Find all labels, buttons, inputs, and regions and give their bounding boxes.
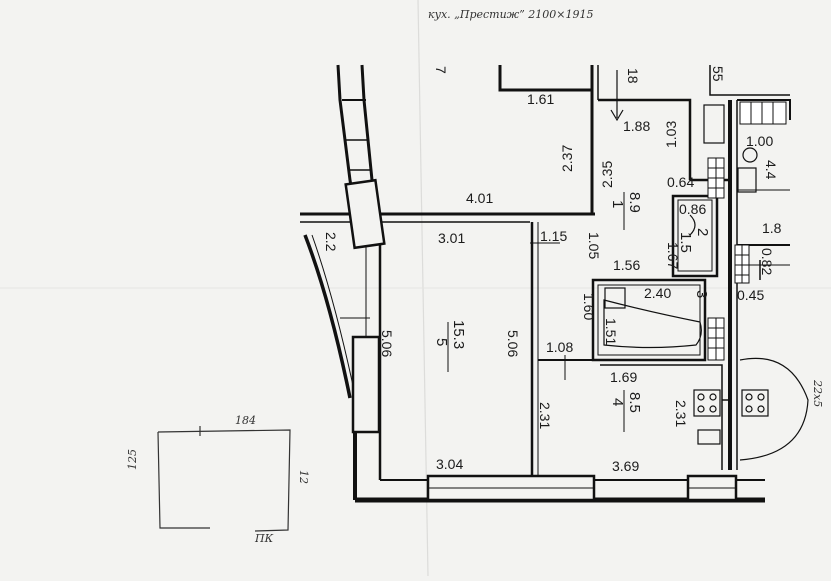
dim-1-08: 1.08: [546, 339, 573, 355]
dim-2-31-right: 2.31: [673, 400, 689, 427]
room-bath-number: 3: [693, 290, 710, 298]
room-kitchen-area: 8.5: [626, 392, 643, 413]
kitchen-unit: [697, 429, 721, 445]
room-toilet: 1.5 2: [677, 228, 711, 253]
dim-1-56: 1.56: [613, 257, 640, 273]
room-living-number: 5: [433, 338, 450, 346]
dim-1-69: 1.69: [610, 369, 637, 385]
room-toilet-area: 1.5: [677, 232, 694, 253]
dim-0-45: 0.45: [737, 287, 764, 303]
dim-5-06-center: 5.06: [505, 330, 521, 357]
dim-1-60: 1.60: [581, 293, 597, 320]
dim-2-31-left: 2.31: [537, 402, 553, 429]
door-arrow: [610, 70, 624, 122]
room-kitchen: 4 8.5: [609, 390, 643, 432]
dim-2-2: 2.2: [323, 232, 339, 252]
sketch-right-label: 12: [297, 470, 310, 484]
kitchen-annotation-curve: [739, 357, 809, 461]
walls: [300, 65, 791, 503]
room-toilet-number: 2: [694, 228, 711, 236]
windows: [426, 474, 738, 502]
dim-3-04: 3.04: [436, 456, 463, 472]
dim-1-51: 1.51: [603, 318, 619, 345]
dim-1-88: 1.88: [623, 118, 650, 134]
dim-3-01: 3.01: [438, 230, 465, 246]
dim-ticks: [340, 242, 566, 380]
toilet-bowl: [689, 214, 696, 236]
dim-1-00: 1.00: [746, 133, 773, 149]
dim-1-15: 1.15: [540, 228, 567, 244]
dim-4-01: 4.01: [466, 190, 493, 206]
room-bath: 2.40 3: [644, 285, 710, 301]
dim-55: 55: [710, 66, 726, 82]
dim-1-61: 1.61: [527, 91, 554, 107]
dim-1-67: 1.67: [665, 242, 681, 269]
dim-18: 18: [625, 68, 641, 84]
washbasin: [737, 167, 757, 193]
bathtub: [603, 299, 702, 349]
dim-2-37: 2.37: [559, 145, 575, 172]
dim-0-64: 0.64: [667, 174, 694, 190]
dim-1-03: 1.03: [663, 121, 679, 148]
bath-tap: [604, 287, 626, 309]
dim-7: 7: [433, 66, 449, 74]
dim-4-4: 4.4: [763, 160, 779, 180]
dim-5-06-left: 5.06: [379, 330, 395, 357]
bay-window-wall: [303, 64, 386, 480]
dim-0-82: 0.82: [759, 248, 775, 275]
dim-1-05: 1.05: [586, 232, 602, 259]
sketch-bottom-label: ПК: [254, 532, 274, 545]
room-hall-area: 8.9: [626, 192, 643, 213]
dim-2-35: 2.35: [599, 161, 615, 188]
dim-1-8: 1.8: [762, 220, 782, 236]
dim-0-86: 0.86: [679, 201, 706, 217]
header-note: кух. „Престиж” 2100×1915: [428, 8, 594, 21]
stove-right: [741, 389, 769, 417]
room-living: 5 15.3: [433, 320, 467, 372]
hand-sketch: [157, 426, 291, 532]
room-hall-number: 1: [609, 200, 626, 208]
sketch-top-label: 184: [235, 414, 256, 427]
dim-3-69: 3.69: [612, 458, 639, 474]
sketch-left-label: 125: [126, 449, 139, 470]
sink-icon: [742, 147, 758, 163]
sink-unit: [703, 104, 725, 144]
room-hall: 1 8.9: [609, 192, 643, 230]
stove: [693, 389, 721, 417]
room-bath-area: 2.40: [644, 285, 671, 301]
room-kitchen-number: 4: [609, 398, 626, 406]
room-living-area: 15.3: [450, 320, 467, 349]
kitchen-note-label: 22х5: [811, 379, 824, 407]
vent-shafts: [707, 101, 787, 361]
fixtures: [603, 70, 809, 461]
